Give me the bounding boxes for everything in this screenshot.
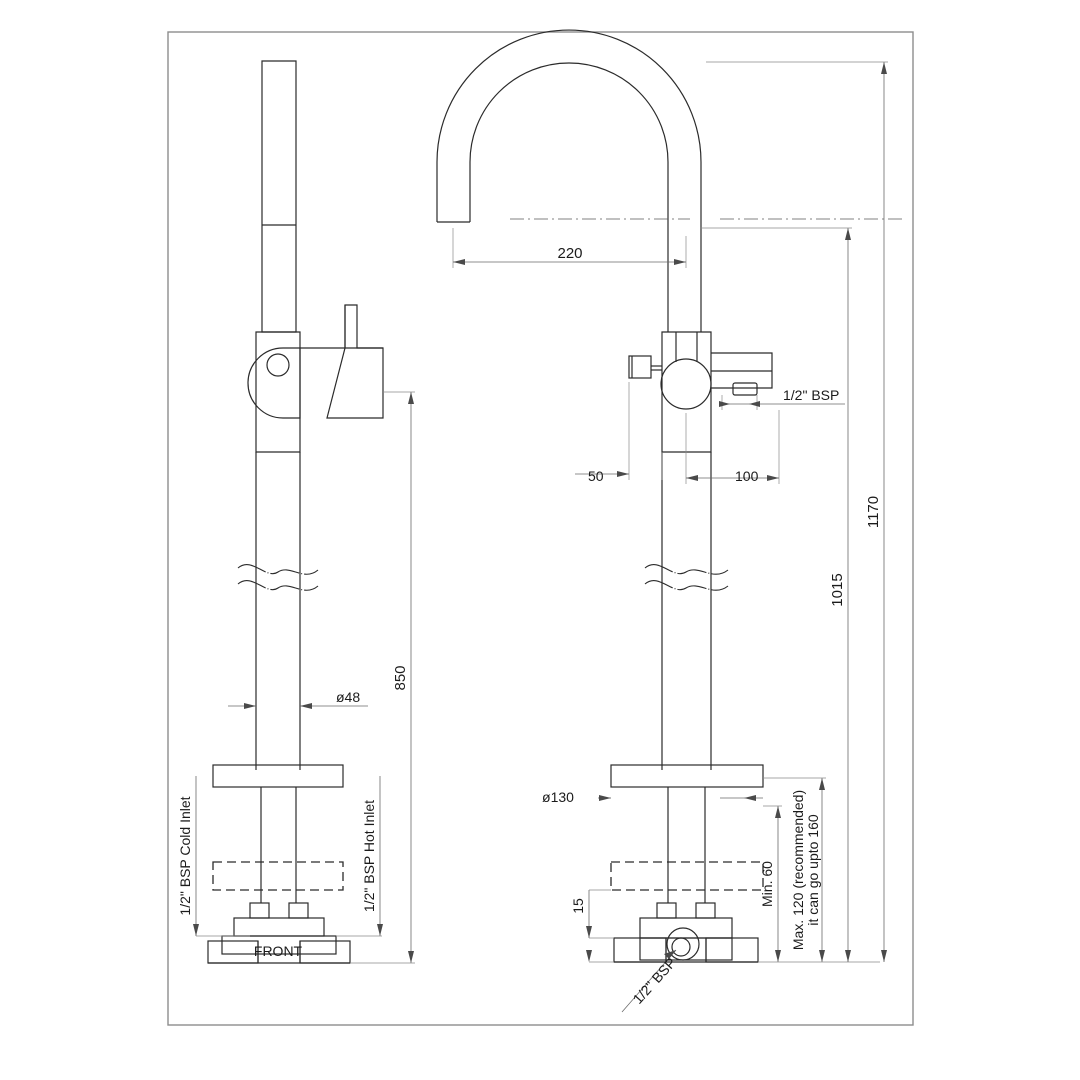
dim-max120: Max. 120 (recommended) it can go upto 16… — [758, 777, 880, 963]
dim-1170: 1170 — [706, 61, 888, 962]
dim-50-arrow — [617, 471, 629, 477]
dim-cold-inlet: 1/2" BSP Cold Inlet — [177, 776, 250, 937]
hot-inlet-arrow — [377, 924, 383, 936]
dim-850: 850 — [350, 391, 415, 964]
hot-inlet-text: 1/2" BSP Hot Inlet — [361, 800, 377, 912]
base-boss-b — [695, 902, 716, 919]
dim-220-text: 220 — [557, 245, 582, 262]
bsp-base-leader — [621, 949, 677, 1013]
dim-220: 220 — [452, 228, 687, 268]
dim-850-text: 850 — [392, 665, 409, 690]
handle-lever — [326, 304, 384, 419]
cold-inlet-arrow — [193, 924, 199, 936]
valve-body-left — [255, 331, 301, 453]
dim-50-text: 50 — [588, 468, 604, 484]
dim-dia130: ø130 — [542, 789, 763, 805]
break-line-upper-r — [644, 564, 729, 575]
dim-100-text: 100 — [735, 468, 759, 484]
base-plate-mid-left — [221, 935, 337, 955]
dim-bsp-base: 1/2" BSP — [621, 949, 679, 1013]
valve-body-right — [661, 331, 712, 453]
right-front-view — [436, 29, 773, 963]
base-boss-right — [288, 902, 309, 919]
dim-15-arrow — [586, 926, 592, 938]
dim-1170-arrow-bottom — [881, 950, 887, 962]
dim-850-arrow-bottom — [408, 951, 414, 963]
dim-1015-arrow-bottom — [845, 950, 851, 962]
break-line-upper — [237, 564, 319, 575]
dim-1170-text: 1170 — [865, 496, 882, 528]
cover-flange-right — [610, 764, 764, 788]
dim-dia130-arrow-left — [599, 795, 611, 801]
spout-inner-profile — [469, 62, 669, 332]
bsp-base-arrow — [664, 950, 676, 959]
dim-hot-inlet: 1/2" BSP Hot Inlet — [336, 776, 383, 937]
dim-15-text: 15 — [570, 898, 586, 914]
dim-bsp-outlet: 1/2" BSP — [719, 387, 845, 410]
base-foot-right — [299, 940, 351, 964]
cold-inlet-text: 1/2" BSP Cold Inlet — [177, 796, 193, 915]
drawing-frame — [167, 31, 914, 1026]
dim-dia48-arrow-left — [244, 703, 256, 709]
dim-dia130-text: ø130 — [542, 789, 574, 805]
bsp-outlet-text: 1/2" BSP — [783, 387, 839, 403]
dim-min60-text: Min. 60 — [759, 861, 775, 907]
floor-finish-outline-right — [610, 861, 764, 891]
dim-1015-text: 1015 — [829, 573, 846, 606]
bsp-arrow-b — [749, 401, 760, 407]
dim-max120-arrow-top — [819, 778, 825, 790]
base-plate-upper-left — [233, 917, 325, 937]
shower-outlet-nozzle — [732, 382, 758, 396]
break-line-lower — [237, 580, 319, 591]
base-inlet-port-outer — [666, 927, 700, 961]
side-spigot-body — [628, 355, 652, 379]
dim-max120-text-line2: it can go upto 160 — [805, 814, 821, 926]
dim-dia48-arrow-right — [300, 703, 312, 709]
dim-100: 100 — [685, 410, 780, 484]
front-label: FRONT — [254, 943, 303, 959]
dim-min60: Min. 60 — [759, 805, 782, 962]
dim-15-arrow-floor — [586, 950, 592, 962]
dim-min60-arrow-bottom — [775, 950, 781, 962]
dim-max120-arrow-bottom — [819, 950, 825, 962]
handle-hub — [247, 347, 301, 419]
dim-1170-arrow-top — [881, 62, 887, 74]
dim-50: 50 — [575, 382, 663, 484]
dim-1015: 1015 — [700, 227, 852, 962]
base-plate-mid-right — [639, 937, 733, 961]
base-foot-left — [207, 940, 259, 964]
spout-side-profile — [261, 60, 297, 333]
dim-dia130-arrow-right — [744, 795, 756, 801]
dim-100-arrow-right — [767, 475, 779, 481]
cover-flange-left — [212, 764, 344, 788]
valve-cartridge-circle — [660, 358, 712, 410]
break-line-lower-r — [644, 580, 729, 591]
dim-220-arrow-right — [674, 259, 686, 265]
dim-min60-arrow-top — [775, 806, 781, 818]
dim-220-arrow-left — [453, 259, 465, 265]
dim-15: 15 — [570, 889, 614, 963]
bsp-arrow-a — [719, 401, 730, 407]
dim-1015-arrow-top — [845, 228, 851, 240]
base-inlet-port-inner — [671, 937, 691, 957]
base-boss-left — [249, 902, 270, 919]
dim-dia48-text: ø48 — [336, 689, 360, 705]
valve-pin-circle — [266, 353, 290, 377]
dim-850-arrow-top — [408, 392, 414, 404]
left-side-view: FRONT — [207, 60, 384, 964]
dim-100-arrow-left — [686, 475, 698, 481]
dim-max120-text-line1: Max. 120 (recommended) — [790, 790, 806, 950]
base-boss-a — [656, 902, 677, 919]
spout-outer-profile — [436, 29, 702, 332]
floor-finish-outline-left — [212, 861, 344, 891]
dim-dia48: ø48 — [228, 689, 368, 709]
